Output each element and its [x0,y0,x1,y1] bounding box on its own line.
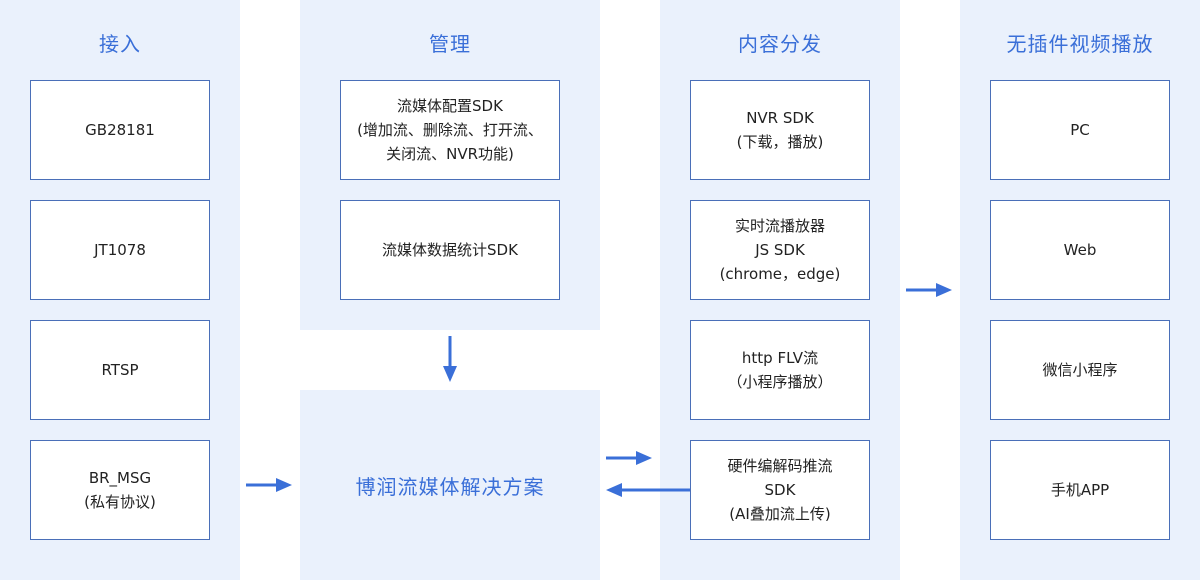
distribution-title: 内容分发 [738,32,822,56]
management-title: 管理 [429,32,471,56]
access-box-br-msg[interactable]: BR_MSG (私有协议) [30,440,210,540]
arrow-right-icon [246,478,292,492]
box-sublabel: 关闭流、NVR功能) [386,145,514,163]
playback-box-web[interactable]: Web [990,200,1170,300]
box-label: 硬件编解码推流 [727,457,833,475]
box-label: BR_MSG [88,469,152,487]
arrow-left-icon [606,483,690,497]
access-box-jt1078[interactable]: JT1078 [30,200,210,300]
core-panel [300,390,600,580]
access-box-rtsp[interactable]: RTSP [30,320,210,420]
core-solution-label: 博润流媒体解决方案 [355,474,545,499]
box-label: NVR SDK [746,109,814,127]
box-label: 实时流播放器 [734,217,825,235]
management-box-stats-sdk[interactable]: 流媒体数据统计SDK [340,200,560,300]
distribution-box-http-flv[interactable]: http FLV流 （小程序播放） [690,320,870,420]
box-sublabel: (chrome，edge) [719,265,841,283]
box-label: RTSP [101,361,139,379]
box-label: http FLV流 [741,349,819,367]
box-label: 流媒体数据统计SDK [382,241,518,259]
box-sublabel: JS SDK [755,241,805,259]
box-label: 手机APP [1050,481,1110,499]
box-label: PC [1070,121,1090,139]
arrow-down-icon [443,336,457,382]
box-sublabel: (下载，播放) [736,133,824,151]
box-sublabel: (增加流、删除流、打开流、 [357,121,543,139]
arrow-right-icon [906,283,952,297]
arrow-right-icon [606,451,652,465]
distribution-box-nvr-sdk[interactable]: NVR SDK (下载，播放) [690,80,870,180]
box-label: 流媒体配置SDK [397,97,503,115]
box-sublabel: (私有协议) [84,493,156,511]
playback-box-mobile-app[interactable]: 手机APP [990,440,1170,540]
box-sublabel: (AI叠加流上传) [729,505,831,523]
playback-box-pc[interactable]: PC [990,80,1170,180]
access-box-gb28181[interactable]: GB28181 [30,80,210,180]
management-box-config-sdk[interactable]: 流媒体配置SDK (增加流、删除流、打开流、 关闭流、NVR功能) [340,80,560,180]
distribution-box-hw-codec-sdk[interactable]: 硬件编解码推流 SDK (AI叠加流上传) [690,440,870,540]
box-label: JT1078 [94,241,146,259]
distribution-box-js-sdk[interactable]: 实时流播放器 JS SDK (chrome，edge) [690,200,870,300]
box-label: GB28181 [85,121,155,139]
access-title: 接入 [99,32,141,56]
box-sublabel: SDK [764,481,796,499]
box-sublabel: （小程序播放） [727,373,833,391]
box-label: 微信小程序 [1042,361,1118,379]
playback-box-wechat-miniprogram[interactable]: 微信小程序 [990,320,1170,420]
box-label: Web [1063,241,1097,259]
playback-title: 无插件视频播放 [1006,32,1154,56]
